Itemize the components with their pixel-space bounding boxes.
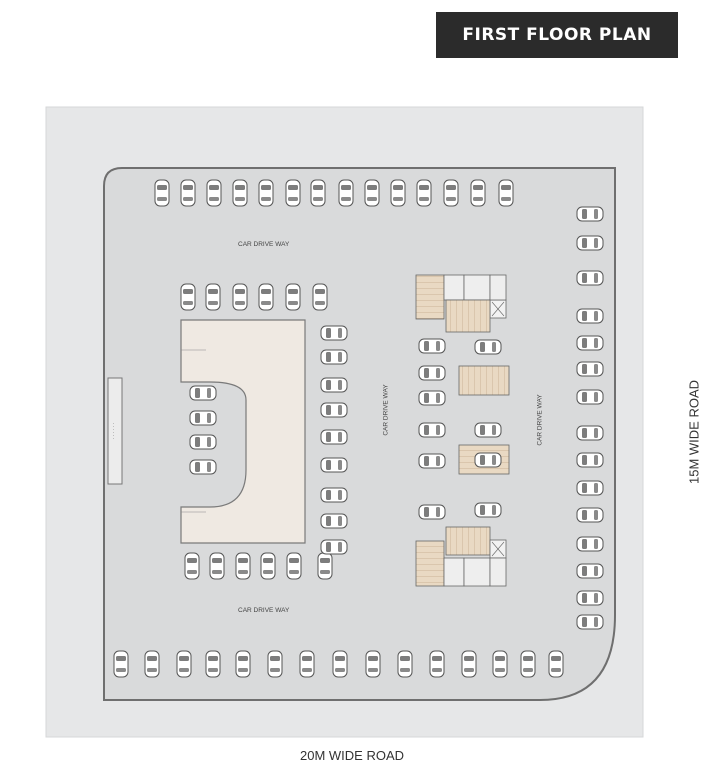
car-icon [418,422,446,438]
drive-label-bottom: CAR DRIVE WAY [238,607,290,614]
car-icon [232,179,248,207]
car-icon [576,536,604,552]
car-icon [576,361,604,377]
car-icon [286,552,302,580]
car-icon [310,179,326,207]
car-icon [390,179,406,207]
car-icon [576,614,604,630]
car-icon [184,552,200,580]
car-icon [498,179,514,207]
car-icon [205,650,221,678]
car-icon [443,179,459,207]
car-icon [320,429,348,445]
car-icon [429,650,445,678]
car-icon [258,283,274,311]
car-icon [320,402,348,418]
car-icon [576,308,604,324]
car-icon [113,650,129,678]
car-icon [576,235,604,251]
car-icon [418,365,446,381]
car-icon [520,650,536,678]
car-icon [189,410,217,426]
car-icon [576,507,604,523]
car-icon [576,206,604,222]
car-icon [285,179,301,207]
car-icon [267,650,283,678]
car-icon [235,552,251,580]
car-icon [576,389,604,405]
entrance-box [107,377,123,485]
drive-label-center: CAR DRIVE WAY [382,384,390,436]
car-icon [232,283,248,311]
staircase-icon [415,274,445,320]
car-icon [474,452,502,468]
car-icon [235,650,251,678]
car-icon [364,179,380,207]
car-icon [461,650,477,678]
car-icon [332,650,348,678]
car-icon [474,502,502,518]
car-icon [365,650,381,678]
car-icon [189,434,217,450]
drive-label-right: CAR DRIVE WAY [536,394,544,446]
car-icon [144,650,160,678]
core-bottom [415,526,507,587]
car-icon [260,552,276,580]
car-icon [320,349,348,365]
car-icon [418,504,446,520]
road-label-right: 15M WIDE ROAD [686,379,702,485]
car-icon [576,563,604,579]
svg-text:· · · · · ·: · · · · · · [111,422,117,439]
car-icon [320,487,348,503]
car-icon [154,179,170,207]
car-icon [258,179,274,207]
car-icon [180,283,196,311]
plan-title: FIRST FLOOR PLAN [436,12,678,58]
car-icon [576,480,604,496]
car-icon [492,650,508,678]
car-icon [209,552,225,580]
car-icon [470,179,486,207]
car-icon [338,179,354,207]
car-icon [189,459,217,475]
car-icon [317,552,333,580]
car-icon [180,179,196,207]
car-icon [320,377,348,393]
car-icon [576,452,604,468]
central-block [180,319,306,544]
car-icon [474,339,502,355]
staircase-icon [458,365,510,396]
car-icon [576,425,604,441]
car-icon [576,590,604,606]
car-icon [189,385,217,401]
car-icon [416,179,432,207]
car-icon [176,650,192,678]
car-icon [299,650,315,678]
car-icon [320,539,348,555]
staircase-icon [415,540,445,587]
car-icon [418,338,446,354]
car-icon [548,650,564,678]
drive-label-top: CAR DRIVE WAY [238,241,290,248]
car-icon [418,390,446,406]
car-icon [576,335,604,351]
car-icon [205,283,221,311]
car-icon [320,325,348,341]
core-top [415,274,507,333]
car-icon [397,650,413,678]
car-icon [320,513,348,529]
car-icon [285,283,301,311]
road-label-bottom: 20M WIDE ROAD [300,748,405,763]
car-icon [320,457,348,473]
car-icon [312,283,328,311]
car-icon [474,422,502,438]
car-icon [576,270,604,286]
car-icon [418,453,446,469]
car-icon [206,179,222,207]
